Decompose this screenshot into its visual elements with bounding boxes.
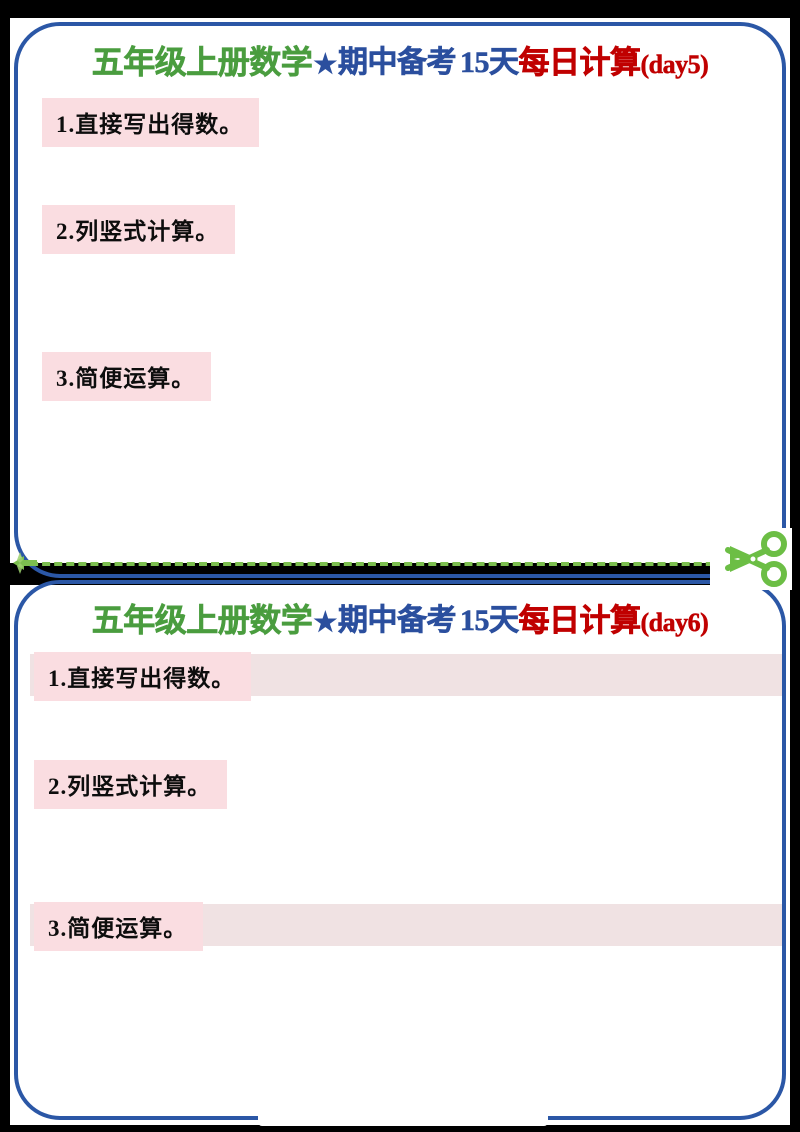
arrow-left-icon (10, 548, 40, 578)
section-label-1-3: 3.简便运算。 (42, 352, 212, 401)
section-label-2-3: 3.简便运算。 (34, 902, 204, 951)
title-plan: 每日计算 (518, 603, 641, 638)
cut-line (18, 562, 750, 570)
worksheet-title-2: 五年级上册数学 ★ 期中备考 15天 每日计算 (day6) (0, 602, 800, 638)
scissors-icon (710, 528, 792, 590)
worksheet-card-1 (14, 22, 786, 578)
title-exam: 期中备考 (337, 46, 457, 79)
worksheet-title-1: 五年级上册数学 ★ 期中备考 15天 每日计算 (day5) (0, 44, 800, 80)
bottom-overlay-strip (258, 1100, 548, 1126)
section-label-2-1: 1.直接写出得数。 (34, 652, 252, 701)
section-label-1-2: 2.列竖式计算。 (42, 205, 236, 254)
title-day-tag: (day5) (640, 50, 709, 79)
section-label-1-1: 1.直接写出得数。 (42, 98, 260, 147)
title-days: 15天 (459, 46, 520, 79)
star-icon: ★ (313, 49, 337, 79)
title-exam: 期中备考 (337, 604, 457, 637)
title-subject: 五年级上册数学 (91, 44, 313, 80)
title-day-tag: (day6) (640, 608, 709, 637)
title-plan: 每日计算 (518, 45, 641, 80)
star-icon: ★ (313, 607, 337, 637)
title-days: 15天 (459, 604, 520, 637)
section-label-2-2: 2.列竖式计算。 (34, 760, 228, 809)
title-subject: 五年级上册数学 (91, 602, 313, 638)
